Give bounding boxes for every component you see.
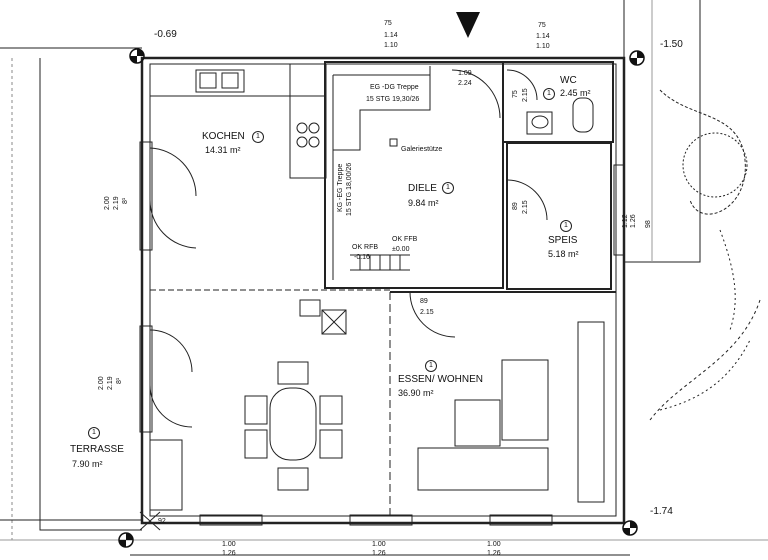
- room-essen-area: 36.90 m²: [398, 388, 434, 398]
- room-essen-number: 1: [425, 360, 437, 372]
- room-wc-name: WC: [560, 75, 577, 86]
- room-terrasse-name: TERRASSE: [70, 444, 124, 455]
- elevation-top-right: -1.50: [660, 39, 683, 50]
- elevation-corner-92: 92: [158, 518, 166, 525]
- dim-top-left-3: 1.10: [384, 42, 398, 49]
- room-speis-number: 1: [560, 220, 572, 232]
- room-wc-number: 1: [543, 88, 555, 100]
- dim-diele-door-2: 2.24: [458, 80, 472, 87]
- dim-top-right-3: 1.10: [536, 43, 550, 50]
- room-essen-name: ESSEN/ WOHNEN: [398, 374, 484, 385]
- dim-bottom-2a: 1.00: [372, 541, 386, 548]
- stair-upper-steps: 15 STG 19,30/26: [366, 96, 420, 103]
- room-wc-area: 2.45 m²: [560, 88, 591, 98]
- dim-top-right-1: 75: [538, 22, 546, 29]
- dim-right-window-1: 1.12: [622, 214, 629, 228]
- dim-essen-window-2: 2.19: [107, 376, 114, 390]
- dim-wc-door-1: 75: [512, 90, 519, 98]
- dim-diele-door-1: 1.09: [458, 70, 472, 77]
- ok-rfb-value: -0.16: [354, 254, 370, 261]
- dim-top-left-2: 1.14: [384, 32, 398, 39]
- dim-essen-window-1: 2.00: [98, 376, 105, 390]
- stair-lower-label: KG -EG Treppe: [337, 163, 344, 212]
- corner-markers: [118, 48, 645, 548]
- room-speis-area: 5.18 m²: [548, 249, 579, 259]
- dim-right-window-3: 98: [645, 220, 652, 228]
- dim-kochen-window-3: 8¹: [122, 197, 129, 204]
- dim-top-left-1: 75: [384, 20, 392, 27]
- dim-essen-window-3: 8¹: [116, 377, 123, 384]
- dim-bottom-2b: 1.26: [372, 550, 386, 557]
- elevation-top-left: -0.69: [154, 29, 177, 40]
- room-kochen-area: 14.31 m²: [205, 145, 241, 155]
- ok-ffb-value: ±0.00: [392, 246, 410, 253]
- elevation-bottom-right: -1.74: [650, 506, 673, 517]
- room-terrasse-area: 7.90 m²: [72, 459, 103, 469]
- room-diele-name: DIELE: [408, 183, 437, 194]
- dim-right-window-2: 1.26: [630, 214, 637, 228]
- dim-kochen-window-2: 2.19: [113, 196, 120, 210]
- stair-upper-label: EG -DG Treppe: [370, 84, 419, 91]
- dim-speis-door-1: 89: [512, 202, 519, 210]
- dim-essen-door-2: 2.15: [420, 309, 434, 316]
- room-kochen-name: KOCHEN: [202, 131, 245, 142]
- room-kochen-number: 1: [252, 131, 264, 143]
- dim-speis-door-2: 2.15: [522, 200, 529, 214]
- dim-kochen-window-1: 2.00: [104, 196, 111, 210]
- stair-lower-steps: 15 STG 18,00/26: [346, 162, 353, 216]
- dim-top-right-2: 1.14: [536, 33, 550, 40]
- room-diele-area: 9.84 m²: [408, 198, 439, 208]
- dim-bottom-3a: 1.00: [487, 541, 501, 548]
- dim-bottom-3b: 1.26: [487, 550, 501, 557]
- room-speis-name: SPEIS: [548, 235, 578, 246]
- room-terrasse-number: 1: [88, 427, 100, 439]
- dim-wc-door-2: 2.15: [522, 88, 529, 102]
- dim-bottom-1a: 1.00: [222, 541, 236, 548]
- room-diele-number: 1: [442, 182, 454, 194]
- ok-ffb-label: OK FFB: [392, 236, 418, 243]
- dim-essen-door-1: 89: [420, 298, 428, 305]
- ok-rfb-label: OK RFB: [352, 244, 379, 251]
- outer-wall: [140, 56, 626, 525]
- column-label: Galeriestütze: [401, 146, 443, 153]
- dim-bottom-1b: 1.26: [222, 550, 236, 557]
